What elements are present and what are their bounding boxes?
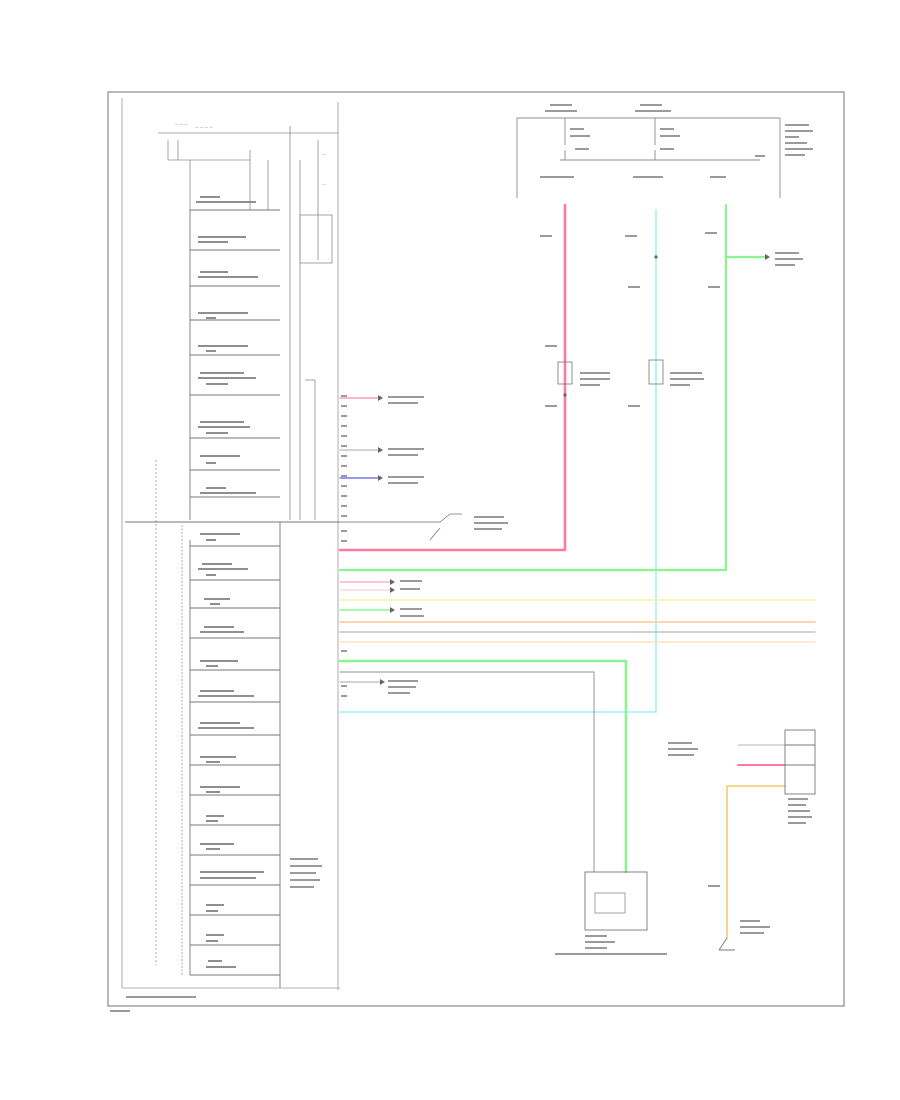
left-rails (121, 98, 340, 990)
fuse-block (158, 126, 338, 520)
row-text-marks (196, 196, 264, 968)
diagram-frame (107, 91, 845, 1007)
junction-box (516, 117, 781, 198)
svg-text:—: — (322, 152, 326, 156)
vertical-label-bands (155, 460, 183, 975)
grey-wire (339, 671, 595, 873)
junction-text-marks (540, 104, 813, 178)
pin-marks (341, 395, 347, 697)
wires (338, 203, 816, 939)
svg-text:—: — (322, 182, 326, 186)
stub-label-marks (388, 232, 803, 694)
footer-marks (110, 996, 196, 1012)
module-note (290, 858, 322, 888)
green-wire-lower (338, 659, 628, 874)
red-wire-lower (338, 393, 567, 552)
green-wire-right (338, 203, 728, 572)
bottom-right-text-marks (555, 742, 812, 955)
gold-wire (726, 785, 786, 939)
svg-text:— — — —: — — — — (195, 125, 213, 129)
svg-text:— — —: — — — (175, 122, 188, 126)
inline-components (429, 359, 664, 541)
module-left-rows (125, 209, 340, 988)
bottom-right-modules (584, 729, 816, 951)
cyan-wire (339, 209, 657, 713)
connector-arrows (378, 254, 770, 685)
